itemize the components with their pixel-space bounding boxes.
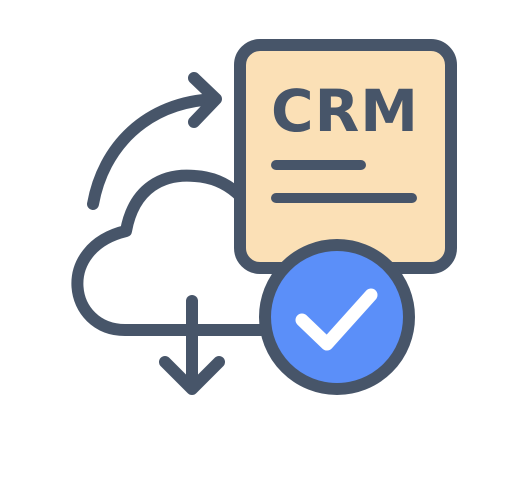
document-title: CRM bbox=[271, 77, 419, 145]
cloud-icon bbox=[71, 169, 278, 336]
download-arrow-icon bbox=[159, 295, 225, 395]
curved-arrow-icon bbox=[87, 72, 222, 210]
checkmark-icon bbox=[295, 288, 378, 351]
check-badge-icon bbox=[259, 239, 415, 395]
crm-document-icon: CRM bbox=[234, 39, 457, 274]
